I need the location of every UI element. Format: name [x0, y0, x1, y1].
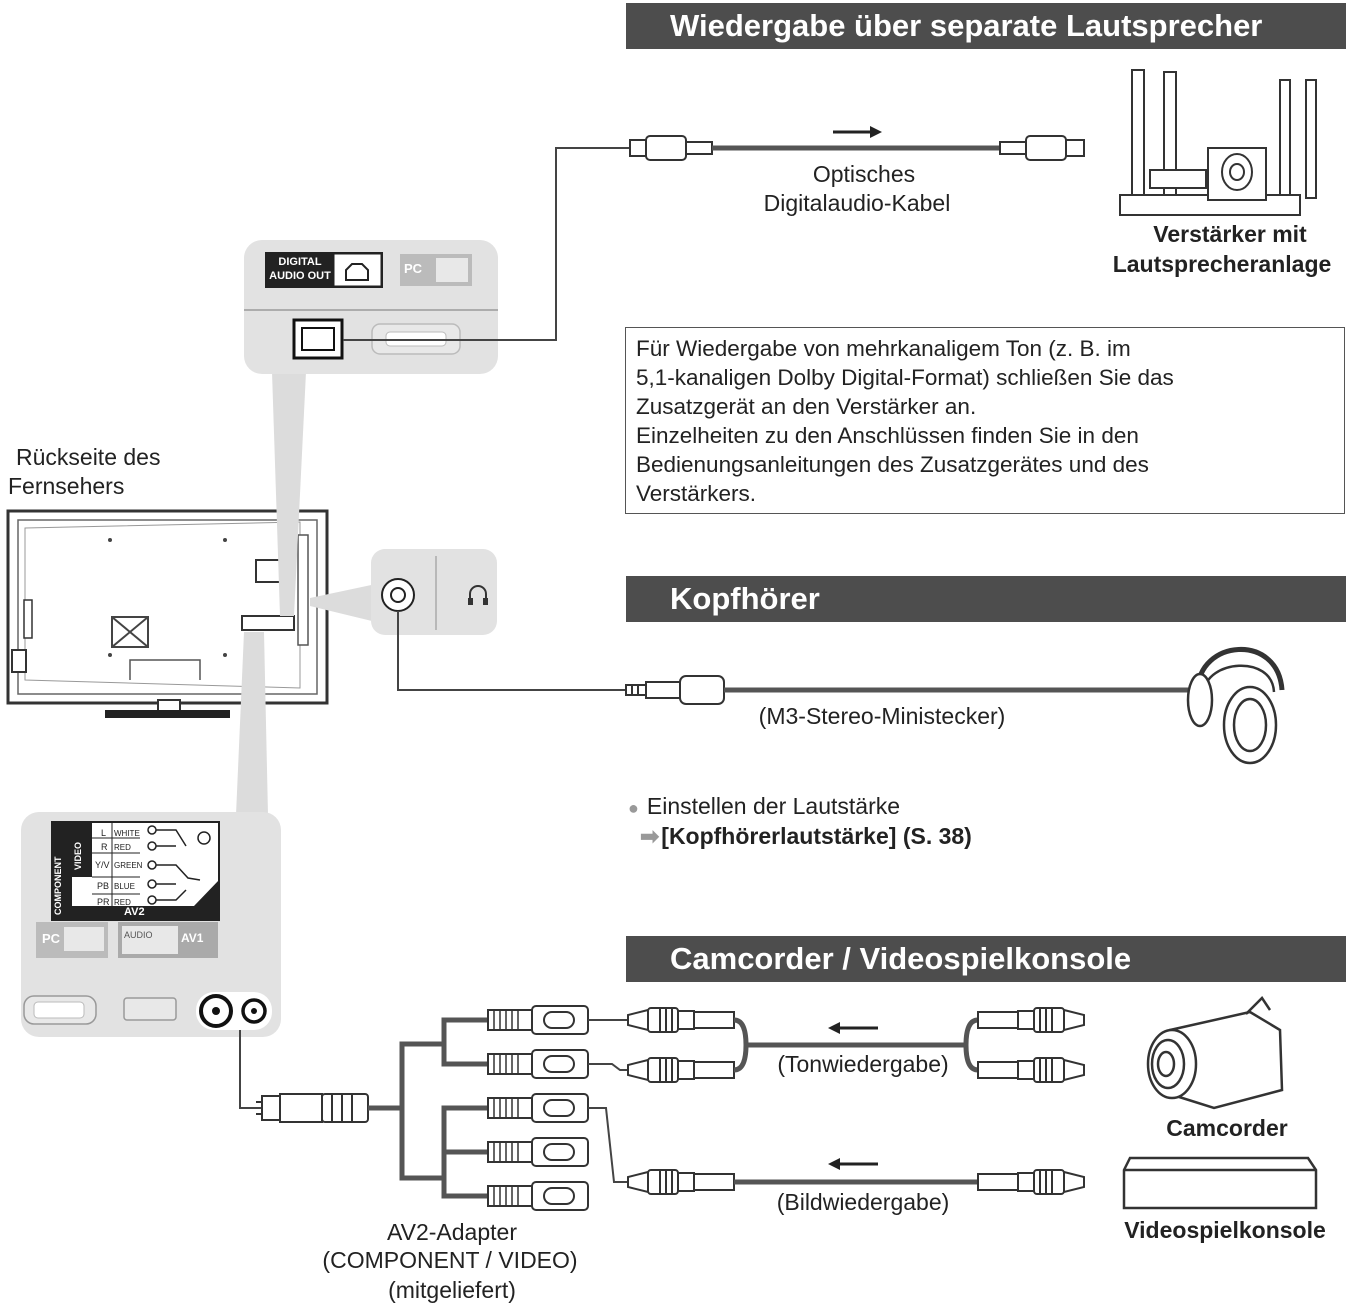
headphone-plug-label: (M3-Stereo-Ministecker) [758, 703, 1006, 729]
port-row-left-1: L [101, 828, 107, 838]
pc-label-top: PC [404, 261, 423, 276]
av2-label: AV2 [124, 906, 145, 918]
note-line-3: Zusatzgerät an den Verstärker an. [636, 394, 977, 419]
digital-audio-out-line2: AUDIO OUT [269, 270, 331, 282]
vesa-mount-icon [111, 616, 149, 648]
video-playback-label: (Bildwiedergabe) [776, 1189, 950, 1215]
section-title-camcorder: Camcorder / Videospielkonsole [626, 936, 1346, 982]
note-line-1: Für Wiedergabe von mehrkanaligem Ton (z.… [636, 336, 1131, 361]
zoom-beam-bottom [236, 632, 268, 815]
pc-label-av: PC [42, 931, 61, 946]
section-title-speakers: Wiedergabe über separate Lautsprecher [626, 3, 1346, 49]
port-row-left-5: PR [97, 897, 110, 907]
port-row-left-3: Y/V [95, 860, 110, 870]
port-row-left-4: PB [97, 881, 110, 891]
speaker-system-icon [1119, 69, 1317, 216]
optical-cable-label-line1: Optisches [812, 161, 916, 187]
adapter-label-line2: (COMPONENT / VIDEO) [322, 1247, 578, 1273]
amplifier-label-line2: Lautsprecheranlage [1112, 251, 1332, 277]
digital-audio-out-label: DIGITAL AUDIO OUT [267, 255, 333, 283]
optical-cable [343, 126, 1085, 341]
adapter-label-line1: AV2-Adapter [387, 1219, 517, 1245]
av-panel [21, 812, 281, 1037]
component-label: COMPONENT [53, 857, 63, 916]
arrow-right-icon: ➡ [640, 823, 660, 849]
note-line-2: 5,1-kanaligen Dolby Digital-Format) schl… [636, 365, 1174, 390]
volume-instruction: ● Einstellen der Lautstärke [628, 793, 900, 820]
tv-rear-label-line1: Rückseite des [16, 444, 161, 470]
camcorder-icon [1146, 996, 1284, 1110]
port-row-color-1: WHITE [114, 829, 140, 838]
audio-cable [588, 1007, 1085, 1083]
headphone-cable [397, 611, 1190, 705]
volume-reference: ➡[Kopfhörerlautstärke] (S. 38) [640, 823, 972, 850]
digital-audio-out-line1: DIGITAL [278, 256, 322, 268]
headphone-port-icon [468, 585, 488, 605]
headphone-panel [371, 549, 497, 635]
port-row-color-5: RED [114, 898, 131, 907]
multichannel-note: Für Wiedergabe von mehrkanaligem Ton (z.… [625, 327, 1345, 514]
game-console-label: Videospielkonsole [1124, 1217, 1326, 1243]
amplifier-label-line1: Verstärker mit [1153, 221, 1307, 247]
optical-cable-label-line2: Digitalaudio-Kabel [763, 190, 951, 216]
zoom-beam-side [310, 584, 376, 622]
adapter-label-line3: (mitgeliefert) [388, 1277, 516, 1303]
headphones-icon [1186, 647, 1285, 765]
av1-label: AV1 [181, 931, 204, 945]
volume-instruction-text: Einstellen der Lautstärke [646, 793, 901, 819]
video-cable [588, 1107, 1085, 1195]
volume-reference-text: [Kopfhörerlautstärke] (S. 38) [661, 823, 972, 849]
audio-label-av1: AUDIO [124, 930, 153, 940]
port-row-color-4: BLUE [114, 882, 135, 891]
zoom-beam-top [272, 372, 306, 616]
tv-rear [6, 509, 329, 718]
section-title-headphones: Kopfhörer [626, 576, 1346, 622]
note-line-5: Bedienungsanleitungen des Zusatzgerätes … [636, 452, 1149, 477]
note-line-4: Einzelheiten zu den Anschlüssen finden S… [636, 423, 1139, 448]
av2-adapter [239, 1005, 589, 1211]
port-row-color-2: RED [114, 843, 131, 852]
note-line-6: Verstärkers. [636, 481, 757, 506]
bullet-icon: ● [628, 798, 639, 818]
audio-playback-label: (Tonwiedergabe) [777, 1051, 949, 1077]
port-row-left-2: R [101, 842, 108, 852]
camcorder-label: Camcorder [1166, 1115, 1288, 1141]
game-console-icon [1122, 1156, 1318, 1210]
tv-rear-label-line2: Fernsehers [8, 473, 125, 499]
port-row-color-3: GREEN [114, 861, 143, 870]
video-label: VIDEO [73, 841, 83, 870]
